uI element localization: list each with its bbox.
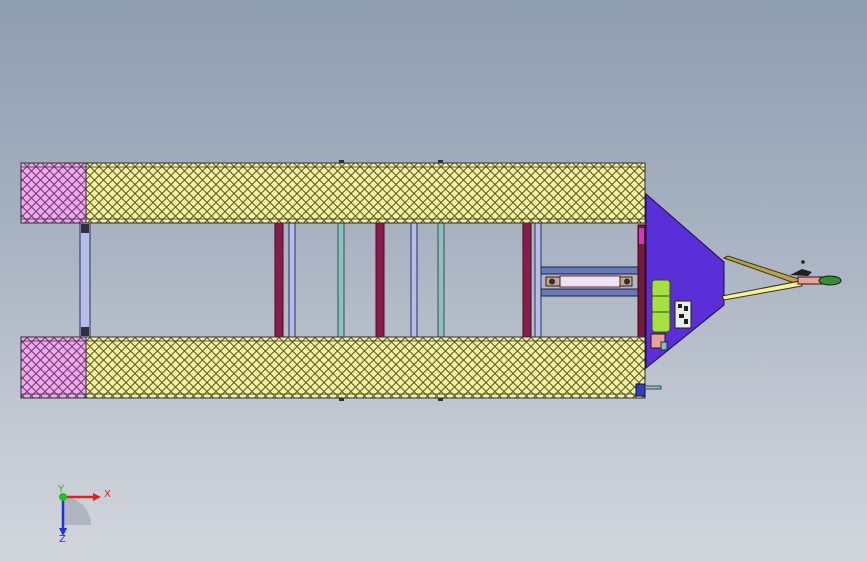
deck-bolt <box>438 160 443 163</box>
front-corner-fitting <box>635 383 646 397</box>
left-side-rail <box>79 222 91 338</box>
deck-bolt <box>339 160 344 163</box>
rail-bracket-bottom <box>81 327 89 336</box>
z-axis-label: Z <box>59 534 66 545</box>
cross-member-light <box>410 222 418 338</box>
y-axis-label: Y <box>57 484 65 495</box>
cross-member-light <box>534 222 542 338</box>
lower-deck-panel <box>85 336 646 399</box>
cross-member-light <box>288 222 296 338</box>
deck-bolt <box>339 398 344 401</box>
deck-bolt <box>438 398 443 401</box>
gas-tank <box>651 279 671 333</box>
coupler-tip <box>818 275 842 286</box>
hydraulic-cylinder-assembly <box>540 266 639 297</box>
hitch-small-fitting <box>660 341 668 351</box>
control-box <box>674 300 692 329</box>
cross-member-dark <box>274 222 284 338</box>
cross-member-dark <box>375 222 385 338</box>
rail-bracket-top <box>81 224 89 233</box>
cross-member-teal <box>437 222 445 338</box>
upper-deck-panel <box>85 162 646 224</box>
cross-member-teal <box>337 222 345 338</box>
front-corner-pipe <box>644 385 662 390</box>
coupler-latch <box>790 269 812 276</box>
cross-member-dark <box>522 222 532 338</box>
front-frame-post-accent <box>639 228 644 244</box>
tow-coupler <box>797 276 823 285</box>
rear-end-block-upper <box>20 162 87 224</box>
rear-end-block-lower <box>20 336 87 399</box>
coordinate-triad: X Y Z <box>57 484 111 545</box>
coupler-chain <box>801 260 805 264</box>
x-axis-label: X <box>104 489 111 500</box>
tow-bar-arm-lower <box>721 280 803 301</box>
tow-bar-arm-upper <box>722 255 803 286</box>
